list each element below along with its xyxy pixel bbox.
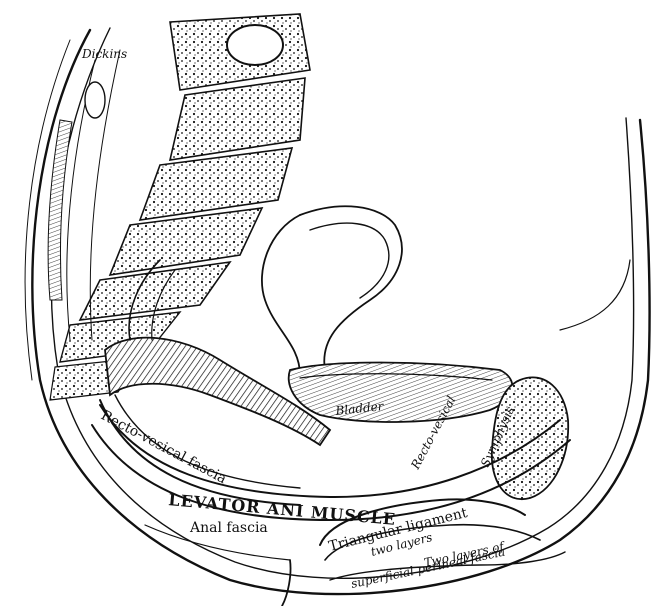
label-anal-fascia: Anal fascia xyxy=(189,520,268,536)
bladder-organ xyxy=(289,363,513,422)
label-dickins: Dickins xyxy=(81,47,127,61)
label-recto-vesical-fascia: Recto-vesical fascia xyxy=(98,407,229,487)
peritoneal-loop xyxy=(262,206,402,375)
symphysis-bone xyxy=(492,260,630,499)
